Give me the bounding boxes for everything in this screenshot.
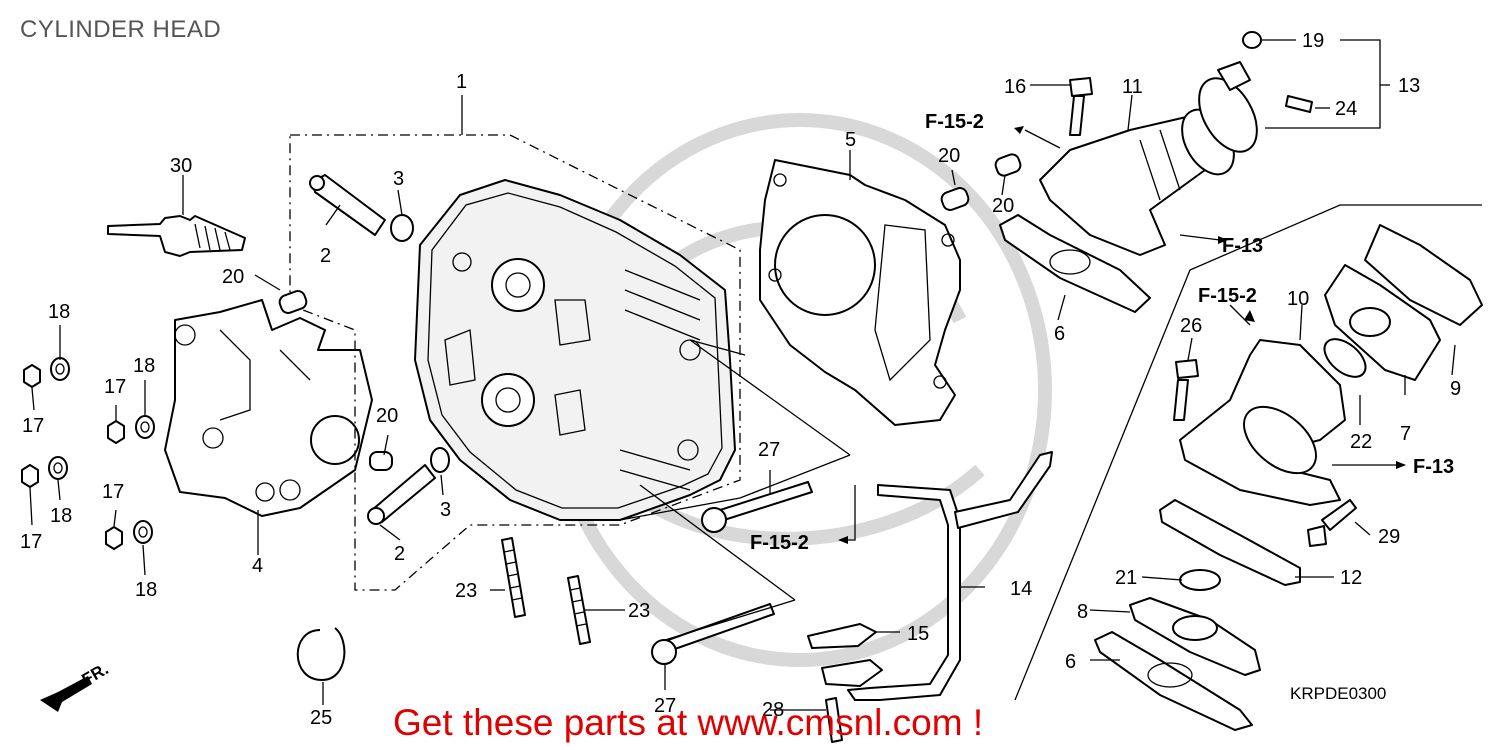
part-label-13: 13 — [1398, 75, 1420, 97]
ref-label-f13: F-13 — [1413, 456, 1454, 478]
head-bolt[interactable] — [701, 481, 813, 533]
part-label-26: 26 — [1180, 315, 1202, 337]
insulator-gasket-upper[interactable] — [999, 214, 1151, 313]
nut[interactable] — [105, 526, 123, 550]
part-label-21: 21 — [1115, 567, 1137, 589]
part-label-7: 7 — [1400, 423, 1411, 445]
nut[interactable] — [107, 420, 125, 444]
part-label-9: 9 — [1450, 378, 1461, 400]
tube-bolt[interactable] — [825, 697, 843, 743]
part-label-4: 4 — [252, 555, 263, 577]
part-label-17: 17 — [20, 531, 42, 553]
valve-guide-upper[interactable] — [309, 174, 386, 236]
part-label-14: 14 — [1010, 578, 1032, 600]
clamp-screw[interactable] — [1285, 95, 1313, 113]
dowel-pin[interactable] — [994, 152, 1023, 177]
part-label-15: 15 — [907, 623, 929, 645]
o-ring-upper[interactable] — [390, 214, 414, 242]
dowel-pin[interactable] — [278, 289, 309, 315]
part-number-labels: 1 2 2 3 3 4 5 6 6 7 8 9 10 11 12 13 14 1… — [20, 30, 1461, 729]
part-label-18: 18 — [133, 355, 155, 377]
retaining-clip[interactable] — [296, 627, 346, 681]
tube-flange[interactable] — [821, 659, 883, 687]
part-label-20: 20 — [938, 145, 960, 167]
stud-bolt[interactable] — [501, 537, 526, 618]
pipe-bolt[interactable] — [1307, 499, 1357, 547]
part-label-19: 19 — [1302, 30, 1324, 52]
part-label-16: 16 — [1004, 76, 1026, 98]
part-label-6: 6 — [1054, 323, 1065, 345]
part-label-6: 6 — [1065, 651, 1076, 673]
part-label-8: 8 — [1077, 601, 1088, 623]
part-label-27: 27 — [758, 439, 780, 461]
part-label-30: 30 — [170, 155, 192, 177]
reference-arrowheads — [838, 126, 1406, 544]
intake-pipe-lower[interactable] — [1179, 339, 1346, 506]
carburetor-gasket[interactable] — [1364, 224, 1483, 326]
nut[interactable] — [23, 364, 41, 388]
part-label-18: 18 — [48, 301, 70, 323]
part-label-2: 2 — [320, 245, 331, 267]
pipe-bolt[interactable] — [1173, 359, 1199, 421]
part-label-10: 10 — [1287, 288, 1309, 310]
part-label-28: 28 — [762, 699, 784, 721]
part-label-18: 18 — [135, 579, 157, 601]
head-bolt[interactable] — [651, 603, 775, 665]
flange-bolt[interactable] — [1069, 77, 1093, 136]
cylinder-head[interactable] — [414, 179, 736, 521]
part-label-5: 5 — [845, 129, 856, 151]
part-label-17: 17 — [104, 376, 126, 398]
o-ring-medium[interactable] — [1318, 332, 1373, 384]
ref-label-f15-2: F-15-2 — [750, 532, 809, 554]
part-label-25: 25 — [310, 707, 332, 729]
part-label-20: 20 — [992, 195, 1014, 217]
part-label-29: 29 — [1378, 526, 1400, 548]
part-label-17: 17 — [102, 481, 124, 503]
part-label-2: 2 — [394, 543, 405, 565]
part-label-3: 3 — [440, 499, 451, 521]
part-label-22: 22 — [1350, 431, 1372, 453]
breather-tube[interactable] — [847, 484, 961, 701]
ref-label-f13: F-13 — [1222, 235, 1263, 257]
dowel-pin[interactable] — [940, 186, 971, 212]
washer[interactable] — [135, 415, 155, 439]
washer[interactable] — [133, 520, 153, 544]
part-label-20: 20 — [376, 405, 398, 427]
tube-bracket[interactable] — [954, 451, 1053, 529]
nut[interactable] — [21, 464, 39, 488]
part-label-23: 23 — [455, 580, 477, 602]
diagram-code: KRPDE0300 — [1290, 684, 1387, 703]
tube-gasket[interactable] — [807, 623, 877, 649]
front-direction-arrow — [40, 676, 92, 712]
cam-holder[interactable] — [164, 299, 373, 517]
part-label-27: 27 — [654, 695, 676, 717]
part-label-20: 20 — [222, 266, 244, 288]
dowel-pin[interactable] — [369, 451, 393, 471]
clamp-washer[interactable] — [1242, 31, 1262, 49]
washer[interactable] — [50, 357, 70, 381]
cylinder-head-gasket[interactable] — [759, 159, 961, 426]
part-label-12: 12 — [1340, 567, 1362, 589]
spark-plug[interactable] — [107, 215, 246, 257]
seal-ring[interactable] — [1159, 499, 1301, 586]
valve-guide-lower[interactable] — [367, 464, 436, 525]
part-label-18: 18 — [50, 505, 72, 527]
stud-bolt[interactable] — [567, 575, 591, 645]
o-ring-lower[interactable] — [430, 447, 450, 473]
part-label-11: 11 — [1122, 76, 1143, 98]
washer[interactable] — [48, 456, 68, 480]
ref-label-f15-2: F-15-2 — [925, 111, 984, 133]
footer-link[interactable]: Get these parts at www.cmsnl.com ! — [393, 702, 984, 743]
o-ring-small[interactable] — [1179, 569, 1221, 591]
part-label-3: 3 — [393, 168, 404, 190]
ref-label-f15-2: F-15-2 — [1198, 285, 1257, 307]
part-label-17: 17 — [22, 415, 44, 437]
part-label-23: 23 — [628, 600, 650, 622]
part-label-24: 24 — [1335, 98, 1357, 120]
clamp-band[interactable] — [1187, 61, 1269, 162]
insulator-gasket-lower[interactable] — [1094, 631, 1253, 731]
part-label-1: 1 — [456, 71, 467, 93]
page-title: CYLINDER HEAD — [20, 16, 222, 43]
